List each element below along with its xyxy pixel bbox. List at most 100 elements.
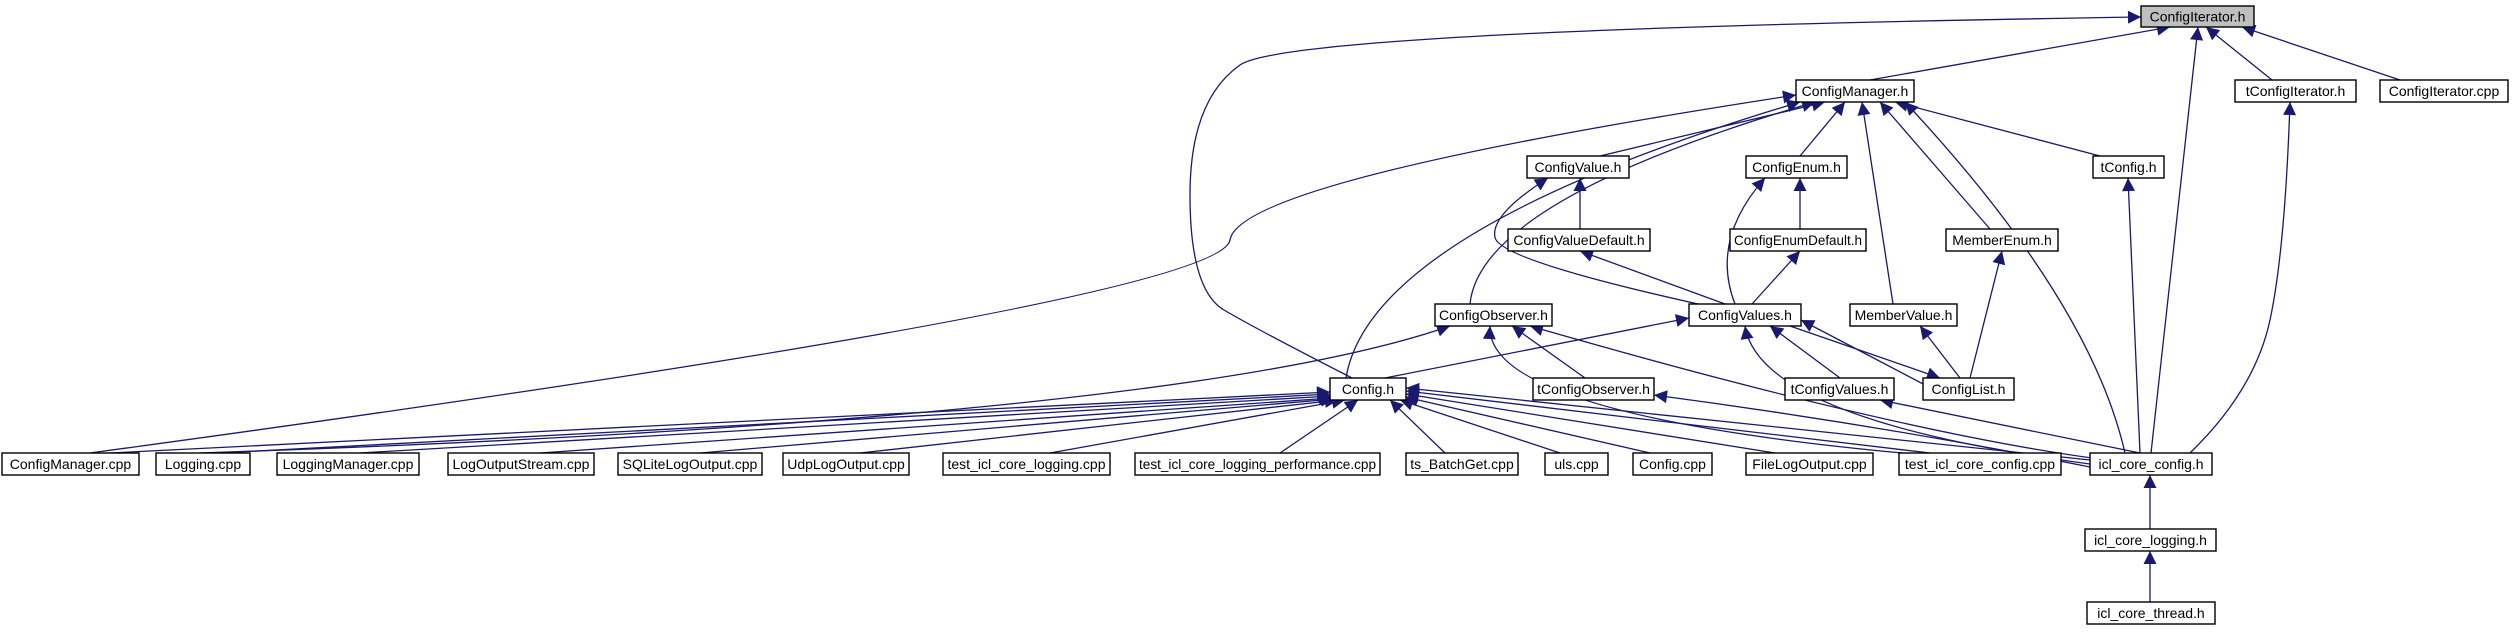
edge-sqlitelogoutput-cpp-to-config-h <box>699 393 1335 454</box>
node-label: test_icl_core_logging_performance.cpp <box>1139 456 1376 472</box>
node-tconfigiterator-h[interactable]: tConfigIterator.h <box>2234 79 2357 103</box>
node-box <box>1745 452 1874 476</box>
node-filelogoutput-cpp[interactable]: FileLogOutput.cpp <box>1745 452 1874 476</box>
node-uls-cpp[interactable]: uls.cpp <box>1544 452 1609 476</box>
node-icl-core-thread-h[interactable]: icl_core_thread.h <box>2086 601 2216 625</box>
node-configvalues-h[interactable]: ConfigValues.h <box>1688 303 1802 327</box>
node-logoutputstream-cpp[interactable]: LogOutputStream.cpp <box>447 452 595 476</box>
edge-configvalues-h-to-configenumdefault-h <box>1751 250 1801 305</box>
node-label: ConfigManager.h <box>1802 83 1909 99</box>
node-box <box>1729 228 1867 252</box>
node-test-icl-core-logging-performance-cpp[interactable]: test_icl_core_logging_performance.cpp <box>1134 452 1381 476</box>
node-label: test_icl_core_logging.cpp <box>948 456 1106 472</box>
node-sqlitelogoutput-cpp[interactable]: SQLiteLogOutput.cpp <box>617 452 763 476</box>
edge-configlist-h-to-membervalue-h <box>1919 325 1961 379</box>
node-label: FileLogOutput.cpp <box>1752 456 1867 472</box>
node-box <box>1849 303 1958 327</box>
edge-tconfigiterator-h-to-configiterator-h <box>2205 26 2273 81</box>
node-configmanager-h[interactable]: ConfigManager.h <box>1795 79 1915 103</box>
node-configvalue-h[interactable]: ConfigValue.h <box>1526 155 1630 179</box>
node-label: tConfig.h <box>2100 159 2156 175</box>
node-box <box>1795 79 1915 103</box>
node-box <box>276 452 420 476</box>
node-configenumdefault-h[interactable]: ConfigEnumDefault.h <box>1729 228 1867 252</box>
node-configvaluedefault-h[interactable]: ConfigValueDefault.h <box>1507 228 1651 252</box>
node-icl-core-logging-h[interactable]: icl_core_logging.h <box>2084 528 2217 552</box>
node-configmanager-cpp[interactable]: ConfigManager.cpp <box>1 452 140 476</box>
node-test-icl-core-logging-cpp[interactable]: test_icl_core_logging.cpp <box>942 452 1111 476</box>
node-config-cpp[interactable]: Config.cpp <box>1632 452 1713 476</box>
node-label: ConfigObserver.h <box>1439 307 1548 323</box>
node-box <box>1945 228 2059 252</box>
node-label: ConfigIterator.h <box>2150 9 2246 25</box>
node-label: uls.cpp <box>1554 456 1599 472</box>
edge-configlist-h-to-memberenum-h <box>1969 250 2006 379</box>
edge-configvalues-h-to-configlist-h <box>1789 325 1941 380</box>
node-box <box>1632 452 1713 476</box>
node-box <box>1784 377 1895 401</box>
node-box <box>1507 228 1651 252</box>
node-box <box>1434 303 1553 327</box>
node-label: MemberValue.h <box>1855 307 1953 323</box>
node-box <box>942 452 1111 476</box>
node-tconfigobserver-h[interactable]: tConfigObserver.h <box>1532 377 1655 401</box>
node-configlist-h[interactable]: ConfigList.h <box>1922 377 2015 401</box>
node-label: Config.cpp <box>1639 456 1706 472</box>
edge-layer <box>89 10 2401 602</box>
node-label: ConfigEnum.h <box>1752 159 1841 175</box>
node-configobserver-h[interactable]: ConfigObserver.h <box>1434 303 1553 327</box>
edge-icl-core-config-h-to-tconfigvalues-h <box>1879 396 2141 454</box>
node-config-h[interactable]: Config.h <box>1329 377 1407 401</box>
node-label: SQLiteLogOutput.cpp <box>623 456 758 472</box>
edge-configobserver-h-to-configmanager-h <box>1469 99 1816 305</box>
node-ts-batchget-cpp[interactable]: ts_BatchGet.cpp <box>1405 452 1519 476</box>
edge-logging-cpp-to-configobserver-h <box>199 324 1451 454</box>
node-box <box>2092 155 2165 179</box>
node-box <box>1922 377 2015 401</box>
node-label: MemberEnum.h <box>1952 232 2052 248</box>
edge-logging-cpp-to-config-h <box>219 388 1331 454</box>
node-label: ConfigIterator.cpp <box>2389 83 2500 99</box>
node-label: test_icl_core_config.cpp <box>1905 456 2055 472</box>
node-box <box>1 452 140 476</box>
node-box <box>2086 601 2216 625</box>
node-box <box>2084 528 2217 552</box>
node-box <box>1745 155 1848 179</box>
node-logging-cpp[interactable]: Logging.cpp <box>155 452 251 476</box>
edge-test-icl-core-logging-cpp-to-config-h <box>1049 395 1346 454</box>
node-tconfigvalues-h[interactable]: tConfigValues.h <box>1784 377 1895 401</box>
edge-test-icl-core-config-cpp-to-config-h <box>1405 386 1931 454</box>
edge-uls-cpp-to-config-h <box>1399 397 1561 454</box>
edge-configlist-h-to-configvalues-h <box>1800 319 1926 386</box>
node-label: tConfigValues.h <box>1791 381 1889 397</box>
node-loggingmanager-cpp[interactable]: LoggingManager.cpp <box>276 452 420 476</box>
node-box <box>447 452 595 476</box>
edge-icl-core-config-h-to-tconfig-h <box>2122 177 2141 454</box>
edge-config-h-to-configmanager-h <box>1345 99 1801 379</box>
node-membervalue-h[interactable]: MemberValue.h <box>1849 303 1958 327</box>
edge-configvalues-h-to-configvaluedefault-h <box>1579 249 1726 305</box>
edge-tconfig-h-to-configmanager-h <box>1894 99 2101 157</box>
node-configenum-h[interactable]: ConfigEnum.h <box>1745 155 1848 179</box>
node-label: ConfigManager.cpp <box>10 456 132 472</box>
node-label: Config.h <box>1342 381 1394 397</box>
node-box <box>2089 452 2213 476</box>
node-tconfig-h[interactable]: tConfig.h <box>2092 155 2165 179</box>
node-icl-core-config-h[interactable]: icl_core_config.h <box>2089 452 2213 476</box>
node-box <box>155 452 251 476</box>
node-box <box>2379 79 2509 103</box>
edge-icl-core-config-h-to-configobserver-h <box>1529 323 2093 459</box>
node-memberenum-h[interactable]: MemberEnum.h <box>1945 228 2059 252</box>
node-label: LogOutputStream.cpp <box>453 456 590 472</box>
edge-membervalue-h-to-configmanager-h <box>1857 101 1894 305</box>
node-box <box>1532 377 1655 401</box>
node-udplogoutput-cpp[interactable]: UdpLogOutput.cpp <box>782 452 910 476</box>
node-test-icl-core-config-cpp[interactable]: test_icl_core_config.cpp <box>1898 452 2062 476</box>
node-box <box>1329 377 1407 401</box>
edge-icl-core-config-h-to-tconfigiterator-h <box>2189 101 2297 454</box>
node-label: ts_BatchGet.cpp <box>1410 456 1514 472</box>
node-box <box>782 452 910 476</box>
node-box <box>1544 452 1609 476</box>
node-configiterator-cpp[interactable]: ConfigIterator.cpp <box>2379 79 2509 103</box>
